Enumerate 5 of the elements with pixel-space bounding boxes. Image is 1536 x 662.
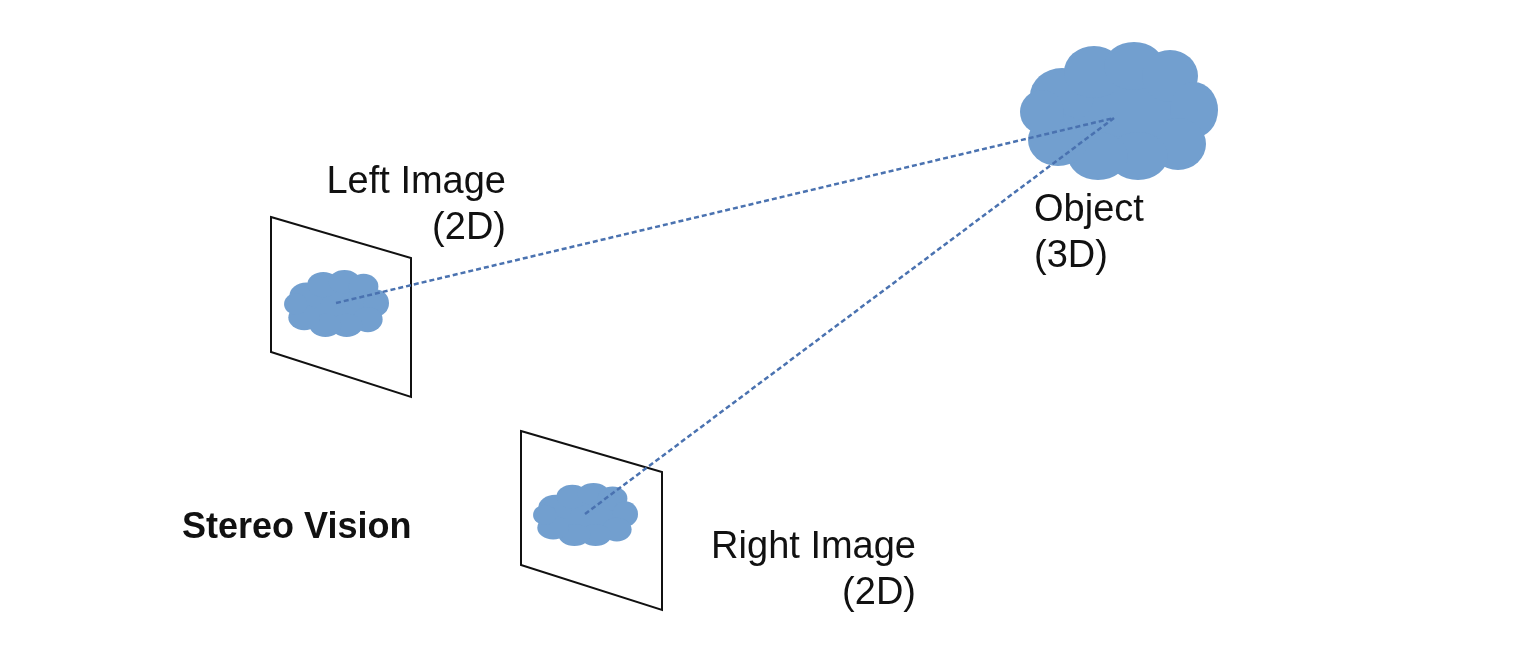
- node-label: Right Image (2D): [710, 523, 916, 614]
- node-label: Left Image (2D): [325, 158, 506, 249]
- diagram-title: Stereo Vision: [182, 504, 412, 548]
- sight-line: [584, 117, 1115, 515]
- node-label: Object (3D): [1034, 186, 1145, 277]
